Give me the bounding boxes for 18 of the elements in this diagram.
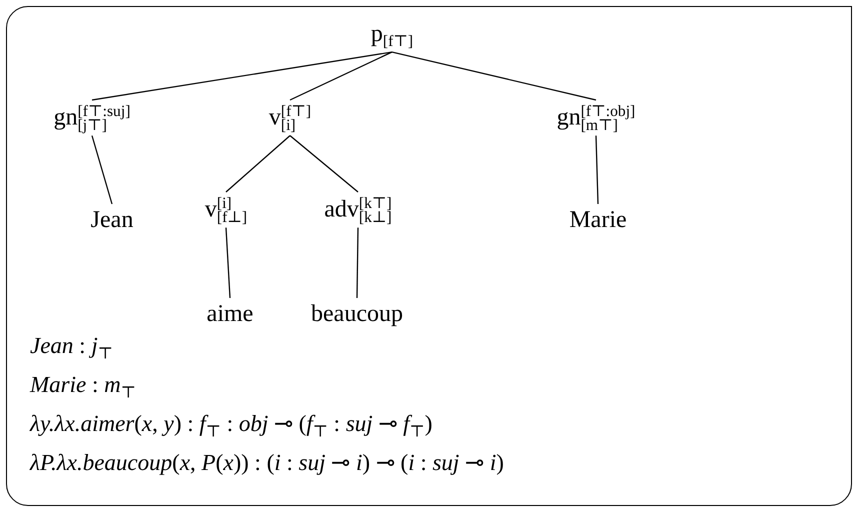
tree-branch-line xyxy=(225,228,231,298)
formula-text: λP.λx.beaucoup(x, P(x)) : (i : suj ⊸ i) ⊸ (i : suj ⊸ i) xyxy=(30,448,504,476)
tree-branch-line xyxy=(392,51,596,101)
tree-branch-line xyxy=(226,135,290,192)
formula-text: Jean : j$_{⊤}$ xyxy=(30,333,113,364)
tree-branch-line xyxy=(595,136,599,204)
tree-branch-line xyxy=(290,135,358,192)
tree-category-label: p$_{[f⊤]}$ xyxy=(370,22,414,50)
tree-word-label: beaucoup xyxy=(311,302,403,326)
tree-branch-line xyxy=(356,228,359,298)
tree-word-label: aime xyxy=(206,302,254,326)
tree-branch-line xyxy=(290,52,392,101)
tree-branch-line xyxy=(91,135,113,204)
formula-text: Marie : m$_{⊤}$ xyxy=(30,372,136,402)
tree-word-label: Jean xyxy=(90,208,134,232)
tree-branch-line xyxy=(92,51,392,101)
tree-word-label: Marie xyxy=(569,208,627,232)
formula-text: λy.λx.aimer(x, y) : f$_{⊤}$ : obj ⊸ (f$_{⊤}$ : suj ⊸ f$_{⊤}$) xyxy=(30,410,432,442)
